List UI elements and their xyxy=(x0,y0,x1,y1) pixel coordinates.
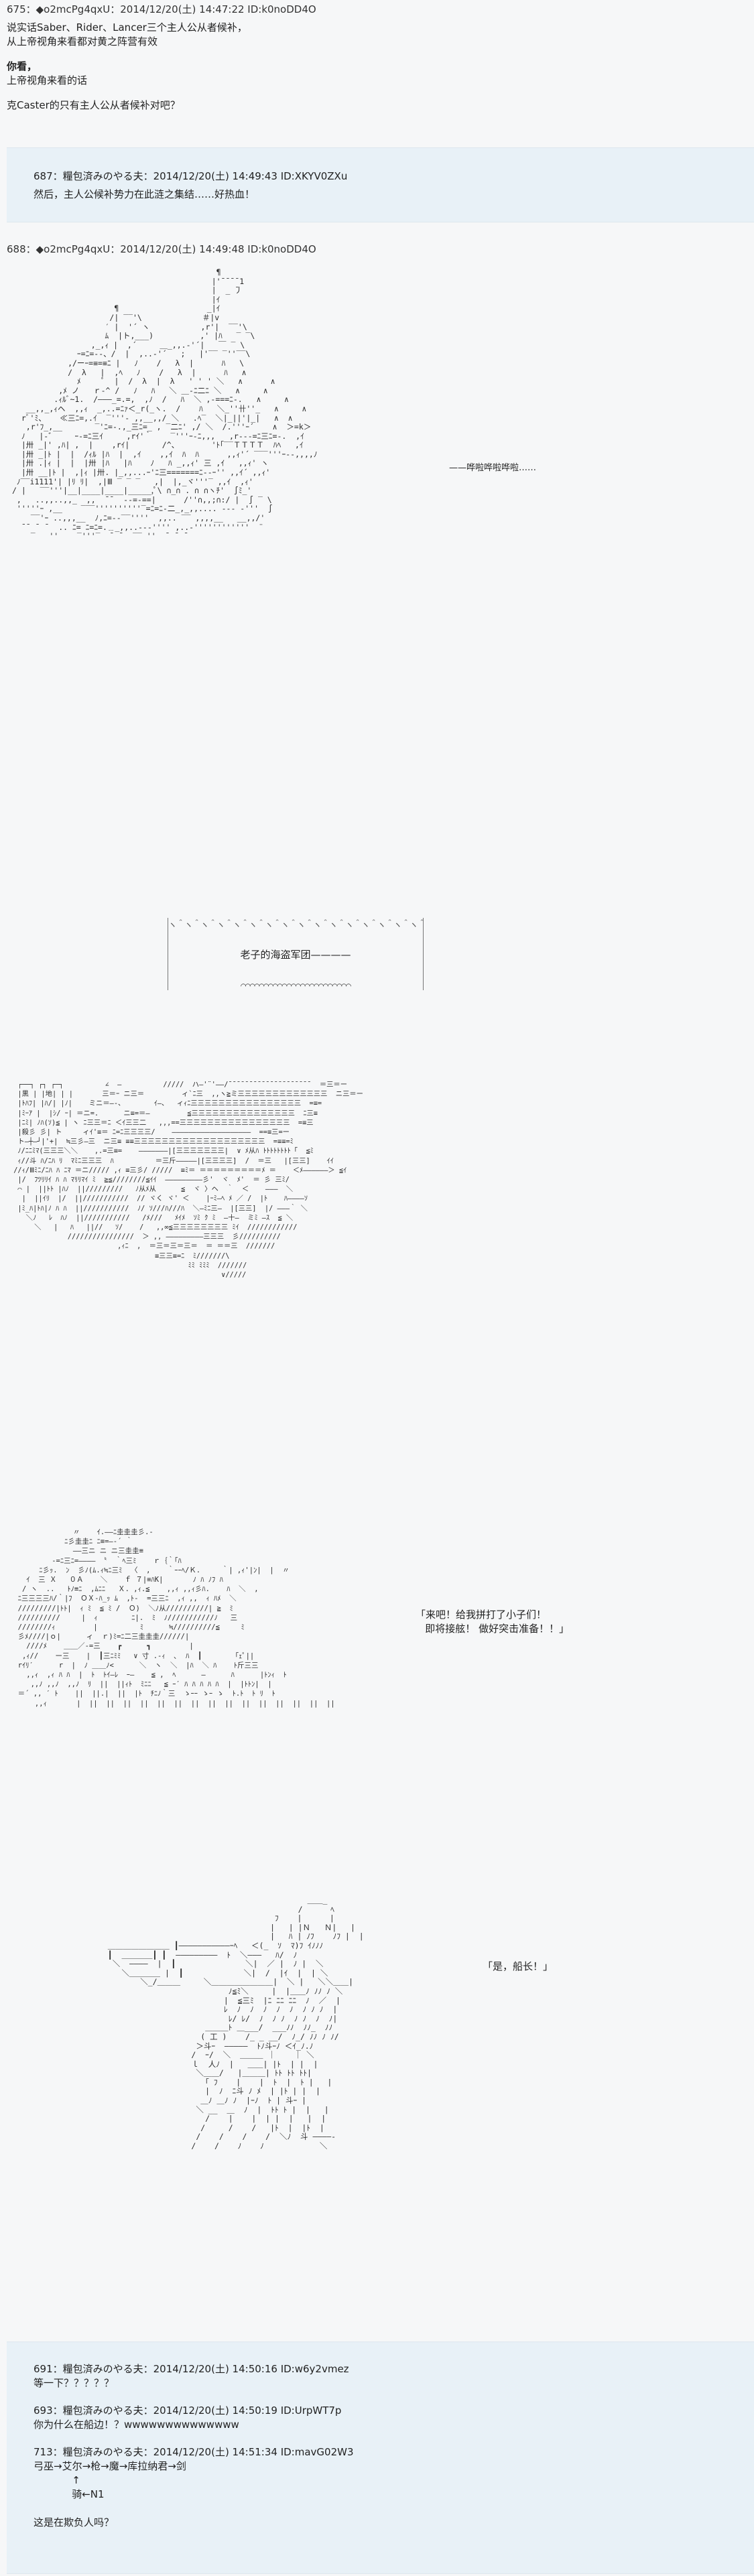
captain-ascii-art: ＿＿_ / ﾍ ﾌ | | | | |Ｎ Ｎ| | xyxy=(107,1895,364,2151)
post-line xyxy=(7,88,316,98)
quote-header: 693：糧包済みのやる夫：2014/12/20(土) 14:50:19 ID:U… xyxy=(34,2404,342,2417)
post-header: 675：◆o2mcPg4qxU：2014/12/20(土) 14:47:22 I… xyxy=(7,3,316,15)
post-line: 你看， xyxy=(7,60,38,72)
quote-691: 691：糧包済みのやる夫：2014/12/20(土) 14:50:16 ID:w… xyxy=(34,2362,354,2390)
ship-ascii-art: ¶ |'¯¯¯¯1 | _ ̄丿 |ｲ ¶ _|ｲ xyxy=(12,267,318,541)
post-line: 说实话Saber、Rider、Lancer三个主人公从者候补， xyxy=(7,21,247,33)
pirate-army-ascii-art: ┌──┐ ┌┐ ┌─┐ ∠ ― ///// ハ―'¨'――/¯¯¯¯¯¯¯¯¯¯… xyxy=(13,1081,363,1280)
quote-header: 691：糧包済みのやる夫：2014/12/20(土) 14:50:16 ID:w… xyxy=(34,2363,349,2375)
post-line: 克Caster的只有主人公从者候补对吧？ xyxy=(7,99,180,111)
quote-text: 然后，主人公候补势力在此涟之集结……好热血！ xyxy=(34,188,255,200)
quote-header: 713：糧包済みのやる夫：2014/12/20(土) 14:51:34 ID:m… xyxy=(34,2446,354,2458)
quote-693: 693：糧包済みのやる夫：2014/12/20(土) 14:50:19 ID:U… xyxy=(34,2404,354,2432)
quote-text: 等一下？？？？？ xyxy=(34,2377,115,2389)
caption-text: 老子的海盗军团———— xyxy=(240,949,351,961)
quotes-bottom: 691：糧包済みのやる夫：2014/12/20(土) 14:50:16 ID:w… xyxy=(7,2342,754,2574)
quote-687: 687：糧包済みのやる夫：2014/12/20(土) 14:49:43 ID:X… xyxy=(7,147,754,222)
crew-reply-speech: 「是，船长！」 xyxy=(483,1960,554,1972)
post-line: 从上帝视角来看都对黄之阵营有效 xyxy=(7,36,158,48)
caption-top-border: ヽ＾ヽ＾ヽ＾ヽ＾ヽ＾ヽ＾ヽ＾ヽ＾ヽ＾ヽ＾ヽ＾ヽ＾ヽ＾ヽ＾ヽ＾ヽ＾ヽ＾ xyxy=(168,921,423,927)
quote-header: 687：糧包済みのやる夫：2014/12/20(土) 14:49:43 ID:X… xyxy=(34,170,348,182)
post-body: 说实话Saber、Rider、Lancer三个主人公从者候补， 从上帝视角来看都… xyxy=(7,21,316,113)
post-675: 675：◆o2mcPg4qxU：2014/12/20(土) 14:47:22 I… xyxy=(7,3,316,113)
post-line xyxy=(7,49,316,60)
caption-bottom-border: ⌒⌒⌒⌒⌒⌒⌒⌒⌒⌒⌒⌒⌒⌒⌒⌒⌒⌒⌒⌒⌒⌒⌒⌒ xyxy=(241,981,351,990)
quote-713: 713：糧包済みのやる夫：2014/12/20(土) 14:51:34 ID:m… xyxy=(34,2445,354,2530)
ship-sound-effect: ——哗啦哗啦哗啦…… xyxy=(449,463,537,473)
post-688: 688：◆o2mcPg4qxU：2014/12/20(土) 14:49:48 I… xyxy=(7,243,316,257)
quote-text: 弓巫→艾尔→枪→魔→库拉纳君→剑 ↑ 骑←N1 这是在欺负人吗？ xyxy=(34,2460,186,2528)
pirate-caption-box: ヽ＾ヽ＾ヽ＾ヽ＾ヽ＾ヽ＾ヽ＾ヽ＾ヽ＾ヽ＾ヽ＾ヽ＾ヽ＾ヽ＾ヽ＾ヽ＾ヽ＾ 老子的海盗… xyxy=(168,918,424,990)
crew-ascii-art: 〃 ｲ.――ﾆ圭圭圭彡.‐ ﾆ彡圭圭ﾆ ﾆ≡=―‐´ ｀ ――三ニ ニ ニ三圭圭… xyxy=(17,1528,335,1708)
post-header: 688：◆o2mcPg4qxU：2014/12/20(土) 14:49:48 I… xyxy=(7,243,316,255)
quote-text: 你为什么在船边！？wwwwwwwwwwwwww xyxy=(34,2419,239,2431)
captain-speech: 「来吧！给我拼打了小子们！ 即将接舷！ 做好突击准备！！」 xyxy=(416,1609,570,1635)
post-line: 上帝视角来看的话 xyxy=(7,74,88,86)
